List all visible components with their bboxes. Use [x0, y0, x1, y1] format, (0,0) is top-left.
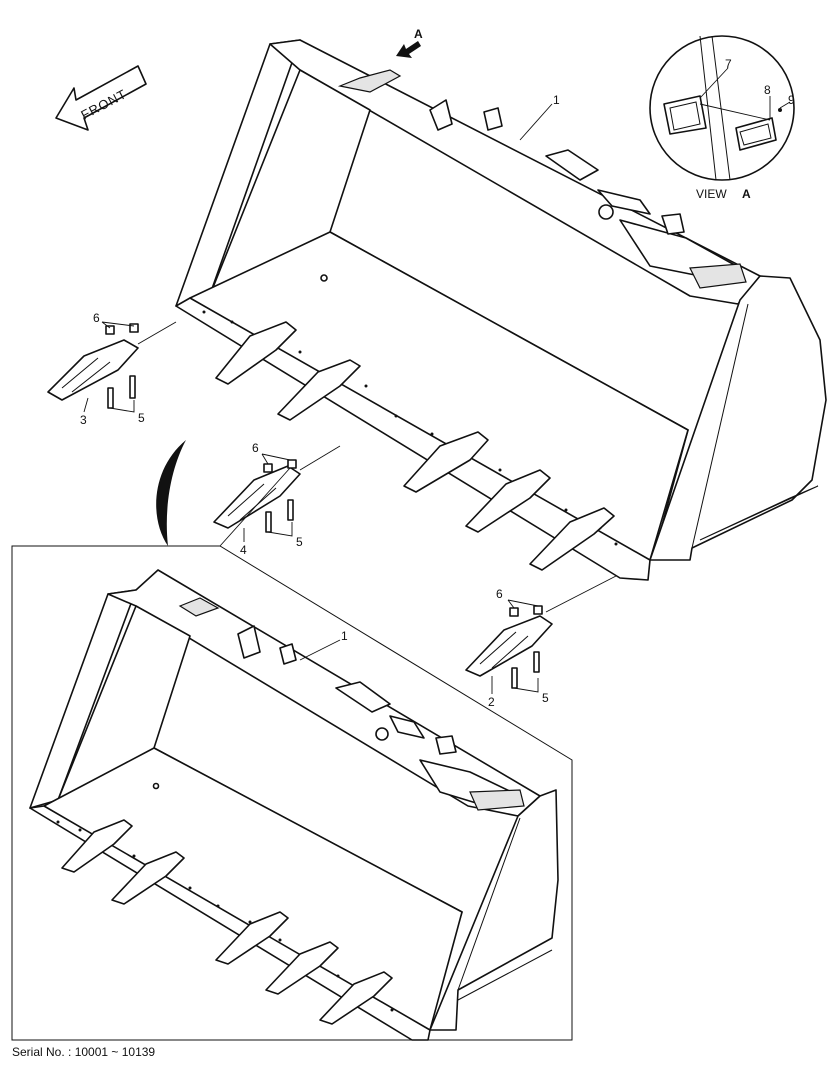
callout-nut-middle: 6 — [252, 441, 259, 455]
bucket-bottom — [29, 569, 559, 1041]
callout-bucket-bottom: 1 — [341, 629, 348, 643]
tooth-right-assembly — [465, 575, 617, 694]
view-a-arrow: A — [396, 27, 423, 58]
plate-large — [663, 95, 707, 135]
bucket-top — [175, 39, 827, 581]
view-caption-word: VIEW — [696, 187, 727, 201]
callout-plate-small: 8 — [764, 83, 771, 97]
view-a-detail: 7 8 9 VIEW A — [649, 35, 795, 201]
inset-frame — [11, 545, 573, 1041]
serial-number: Serial No. : 10001 ~ 10139 — [12, 1045, 156, 1059]
view-caption: VIEW — [696, 187, 727, 201]
callout-tooth-middle: 4 — [240, 543, 247, 557]
tooth-left-assembly — [47, 321, 177, 413]
front-direction-arrow: FRONT — [55, 65, 147, 131]
callout-bolt-left: 5 — [138, 411, 145, 425]
callout-tooth-left: 3 — [80, 413, 87, 427]
rotation-marker — [156, 440, 186, 546]
view-caption-letter: A — [742, 187, 751, 201]
callout-nut-left: 6 — [93, 311, 100, 325]
callout-plate-large: 7 — [725, 57, 732, 71]
tooth-middle-assembly — [213, 445, 341, 542]
callout-nut-right: 6 — [496, 587, 503, 601]
callout-bolt-right: 5 — [542, 691, 549, 705]
plate-small — [735, 117, 777, 151]
callout-rivet: 9 — [788, 93, 795, 107]
callout-tooth-right: 2 — [488, 695, 495, 709]
callout-bucket-top: 1 — [553, 93, 560, 107]
view-marker: A — [414, 27, 423, 41]
callout-bolt-middle: 5 — [296, 535, 303, 549]
